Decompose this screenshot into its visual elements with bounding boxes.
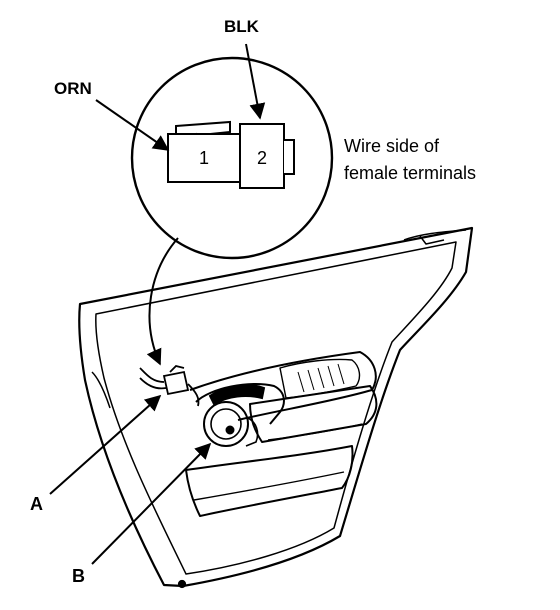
door-pocket-lower-lip (193, 471, 345, 501)
door-pocket (185, 351, 378, 517)
socket-inner-ring (210, 408, 242, 440)
terminal-1-label: 1 (199, 148, 209, 168)
orn-pointer-arrow (95, 99, 170, 151)
harness-wire-1 (139, 367, 165, 383)
connector-latch (169, 365, 185, 373)
note-line-2: female terminals (344, 163, 476, 183)
socket-center-contact (225, 425, 235, 435)
connector-face (167, 120, 295, 189)
door-trim-panel (78, 226, 474, 589)
magnifier-leader-arrow (146, 237, 179, 366)
terminal-cavity-1 (167, 133, 241, 183)
terminal-cavity-2 (239, 123, 285, 189)
harness-wire-2 (139, 377, 167, 390)
door-trim-clip-notch (419, 235, 445, 245)
socket-housing-side (245, 417, 259, 447)
callout-a-label: A (30, 494, 43, 514)
callout-b-label: B (72, 566, 85, 586)
detail-magnifier: 1 2 (130, 56, 334, 260)
blk-wire-label: BLK (224, 17, 260, 36)
door-trim-inner-rim (95, 241, 457, 575)
socket-lid (208, 384, 266, 406)
door-trim-lower-bulge (91, 371, 111, 409)
terminal-2-label: 2 (257, 148, 267, 168)
note-line-1: Wire side of (344, 136, 440, 156)
door-trim-top-ridge (403, 229, 467, 241)
blk-pointer-arrow (245, 43, 266, 120)
power-socket (195, 383, 285, 447)
armrest-top-edge (267, 423, 363, 441)
door-trim-outline (78, 226, 474, 588)
connector-side-lug (284, 139, 295, 175)
harness-connector (139, 365, 200, 407)
orn-wire-label: ORN (54, 79, 92, 98)
door-pocket-recess-upper-inner (279, 358, 361, 399)
socket-outer-ring (203, 401, 249, 447)
harness-tail (187, 383, 200, 407)
door-trim-fastener (177, 579, 187, 589)
connector-body (162, 370, 190, 396)
door-pocket-recess-upper (189, 351, 377, 421)
door-pocket-shading (297, 363, 345, 393)
door-pocket-lower (185, 445, 354, 517)
callout-b-arrow (91, 442, 212, 565)
callout-a-arrow (49, 394, 162, 495)
socket-bezel (195, 383, 285, 425)
armrest-front-face (249, 385, 378, 443)
